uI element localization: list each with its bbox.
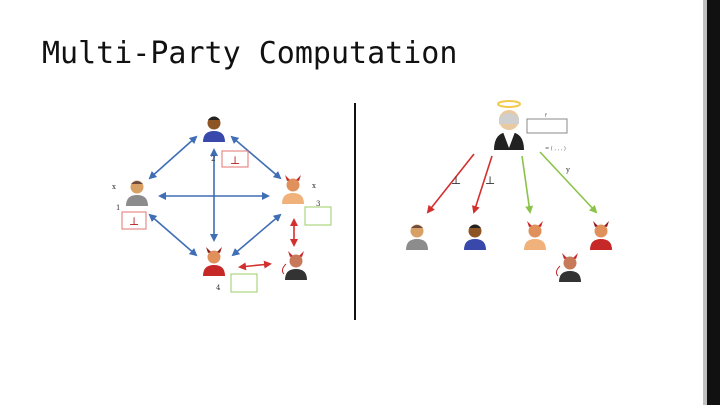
party-3-devil-avatar [282,175,304,204]
slide-edge-shadow [703,0,707,405]
arrow-trusted-to-r4 [539,151,598,214]
party-3-input-label: x [312,182,316,190]
output-bot-2: ⊥ [485,174,495,187]
party-3-label: 3 [316,200,320,208]
arrow-p3-p4 [231,213,282,257]
function-formula: = ( , , , ) [545,146,566,152]
arrow-p1-p4 [148,213,198,257]
function-box [526,118,568,134]
slide-edge-bar [707,0,720,405]
arrow-p4-adversary [238,260,272,271]
arrow-trusted-to-r1 [426,153,475,214]
arrow-p2-p1 [148,135,198,180]
slide-title: Multi-Party Computation [42,36,458,71]
party-4-label: 4 [216,284,221,292]
arrow-trusted-to-r2 [472,155,493,214]
output-bot-1: ⊥ [451,174,461,187]
party-1-output-symbol: ⊥ [129,215,139,228]
party-2-avatar [203,116,225,142]
output-y: y [565,166,570,174]
receiver-4-devil-avatar [590,221,612,250]
party-4-devil-avatar [203,247,225,276]
receiver-1-avatar [406,224,428,250]
receiver-2-avatar [464,224,486,250]
left-diagram: ⊥ ⊥ 2 1 3 4 x x [112,116,332,293]
trusted-party-angel-avatar [494,100,524,150]
arrow-p2-p3 [230,135,282,180]
receiver-adversary-devil-avatar [555,253,581,282]
party-1-avatar [126,180,148,206]
party-2-output-box [221,150,249,168]
receiver-3-devil-avatar [524,221,546,250]
function-label: f [545,113,547,119]
party-2-label: 2 [211,155,215,163]
arrow-trusted-to-r3 [521,155,534,214]
party-1-label: 1 [116,204,120,212]
diagram-divider [354,103,356,320]
right-diagram: f = ( , , , ) ⊥ ⊥ y [406,100,612,282]
party-1-output-box [121,211,147,230]
party-4-output-box [230,273,258,293]
adversary-devil-avatar [281,251,307,280]
party-2-output-symbol: ⊥ [230,154,240,167]
party-1-input-label: x [112,183,116,191]
party-3-output-box [304,206,332,226]
